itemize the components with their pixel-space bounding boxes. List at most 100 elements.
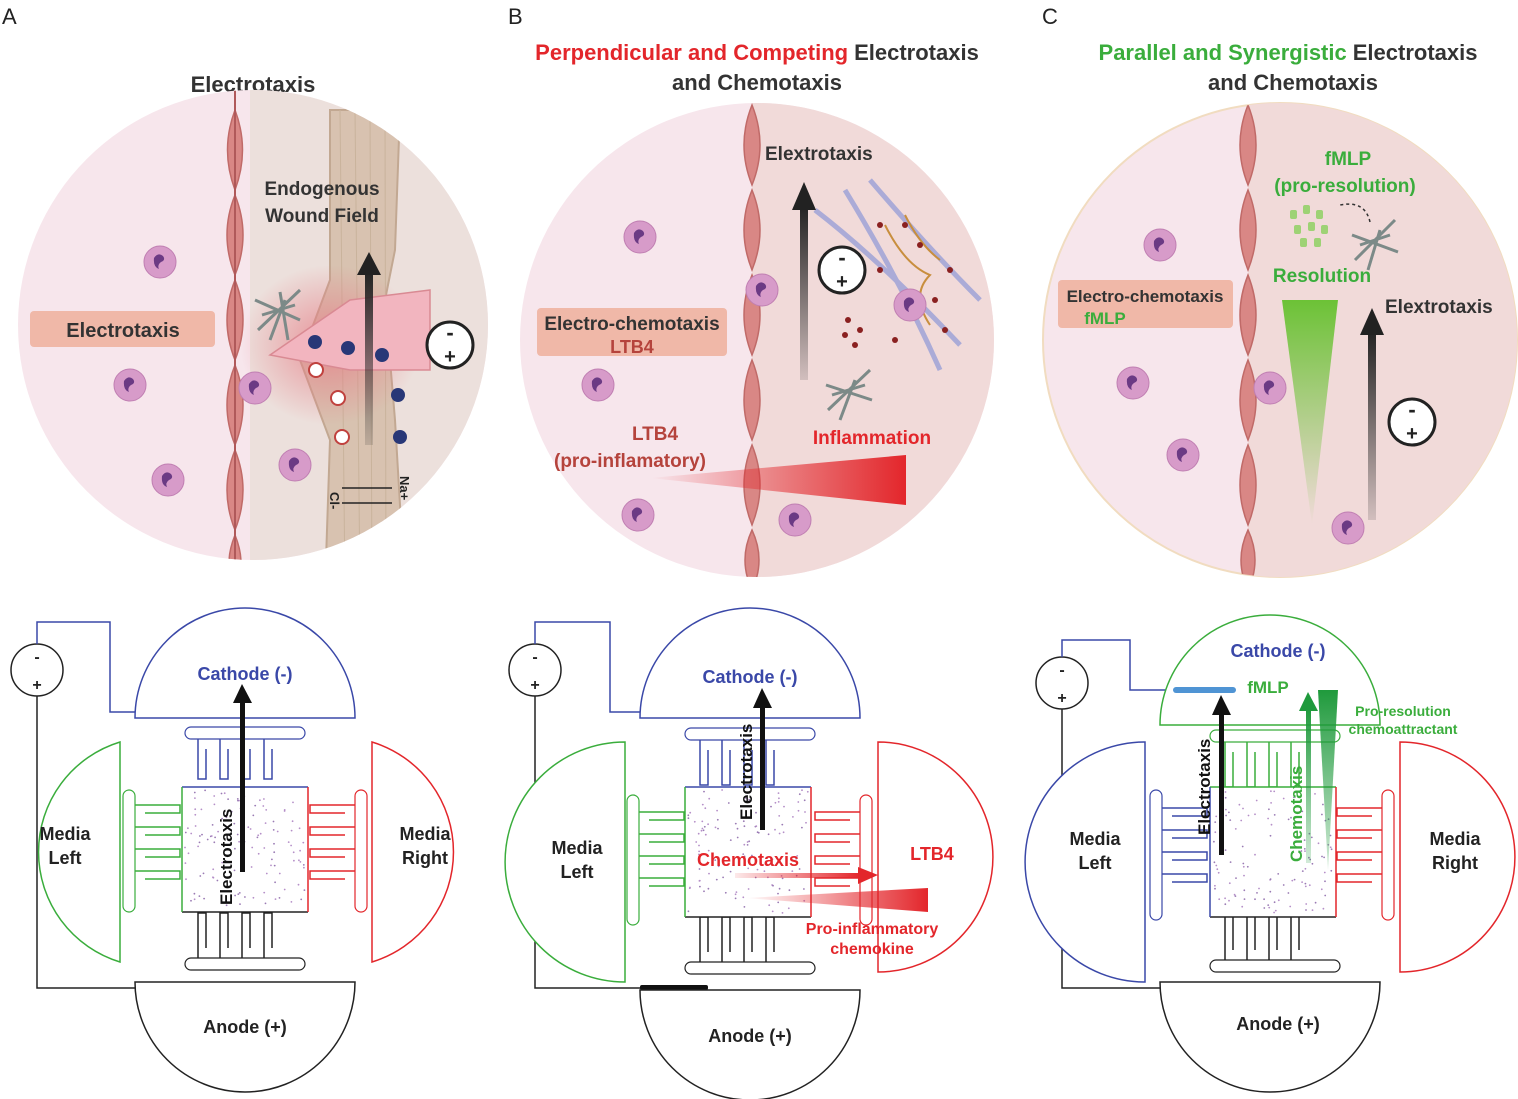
panel-c-title-line2: and Chemotaxis [1208, 70, 1378, 95]
cell-dot [1217, 871, 1220, 874]
fmlp-gradient [1282, 300, 1338, 525]
cell-dot [1214, 831, 1217, 834]
cell-dot [698, 862, 701, 864]
cell-dot [708, 797, 711, 800]
cell-dot [796, 855, 799, 857]
cell-dot [1301, 810, 1304, 813]
fmlp-label: fMLP [1325, 149, 1372, 170]
cell-dot [1214, 884, 1216, 887]
cell-dot [212, 876, 214, 879]
cell-dot [698, 853, 700, 856]
cell-dot [801, 826, 803, 829]
cell-dot [1301, 870, 1304, 872]
cell-dot [803, 799, 806, 802]
cell-dot [698, 844, 700, 847]
cell-dot [233, 822, 236, 825]
cell-dot [797, 809, 800, 812]
cell-dot [801, 789, 803, 792]
ion-na-label: Na+ [397, 476, 412, 501]
cell-dot [221, 861, 224, 864]
media-right-label-2: Right [1432, 853, 1478, 873]
cell-dot [748, 798, 751, 801]
panel-a-letter: A [2, 4, 17, 29]
neutrophil-icon [113, 368, 147, 402]
cell-dot [781, 912, 784, 914]
cell-dot [1238, 803, 1241, 806]
cell-dot [778, 861, 780, 864]
elextrotaxis-label: Elextrotaxis [765, 144, 873, 165]
cell-dot [263, 798, 265, 800]
cell-dot [1240, 819, 1243, 822]
cell-dot [707, 849, 710, 852]
battery-plus: + [836, 271, 848, 293]
battery-minus: - [838, 245, 845, 270]
chemotaxis-arrow [735, 873, 860, 878]
cell-dot [778, 887, 781, 890]
media-left-label-2: Left [1079, 853, 1112, 873]
negative-ion-icons [308, 335, 407, 444]
cell-dot [747, 867, 750, 870]
cell-dot [1287, 818, 1290, 821]
cell-dot [292, 851, 295, 854]
chemokine-gradient [745, 888, 928, 912]
cell-dot [688, 887, 691, 890]
cell-dot [702, 829, 705, 832]
cell-dot [701, 803, 704, 806]
cell-dot [1304, 850, 1306, 852]
cell-dot [777, 801, 780, 803]
cell-dot [1273, 911, 1275, 914]
cell-dot [259, 799, 261, 802]
cell-dot [1311, 909, 1314, 911]
cell-dot [290, 844, 292, 847]
cell-dot [271, 858, 273, 861]
panel-b-title-line2: and Chemotaxis [672, 70, 842, 95]
cell-dot [257, 834, 260, 837]
cell-dot [223, 792, 226, 795]
electrotaxis-arrow-label: Electrotaxis [737, 724, 756, 820]
cell-dot [1305, 903, 1308, 905]
panel-c-illustration: fMLP (pro-resolution) Resolution Elextro… [1042, 102, 1518, 578]
cell-dot [264, 902, 267, 905]
cell-dot [1242, 862, 1245, 865]
cell-dot [792, 816, 794, 818]
cell-dot [298, 827, 301, 830]
cell-dot [717, 827, 719, 830]
source-minus: - [34, 649, 39, 666]
panel-c-device: - + Cathode (-) fMLP Anode (+) Media Lef… [1024, 614, 1516, 1093]
cell-dot [795, 857, 797, 860]
cell-dot [1296, 858, 1298, 861]
cell-dot [734, 822, 737, 825]
cell-dot [1330, 848, 1333, 851]
media-right-reservoir [1399, 741, 1516, 973]
panel-b-title-rest: Electrotaxis [854, 40, 979, 65]
cell-dot [778, 832, 781, 835]
fmlp-device-gradient [1318, 690, 1338, 870]
cell-dot [1224, 903, 1227, 906]
cell-dot [747, 888, 750, 890]
electrotaxis-arrow-label: Electrotaxis [1195, 739, 1214, 835]
anode-label: Anode (+) [1236, 1014, 1320, 1034]
cell-dot [202, 872, 205, 875]
cell-dot [287, 841, 290, 843]
cell-dot [290, 901, 293, 903]
cell-dot [1243, 874, 1245, 877]
cell-dot [1267, 817, 1269, 820]
cell-dot [1321, 855, 1323, 858]
cell-dot [698, 868, 701, 870]
cell-dot [714, 859, 717, 861]
cell-dot [276, 830, 279, 833]
cell-dot [272, 820, 275, 823]
ltb4-label: LTB4 [632, 424, 679, 445]
cell-dot [193, 898, 196, 901]
cell-dot [1224, 791, 1227, 793]
cell-dot [1269, 834, 1272, 837]
cell-dot [213, 795, 216, 797]
cell-dot [1273, 814, 1276, 816]
cell-dot [233, 869, 236, 872]
cell-dot [724, 891, 727, 894]
pro-resolution-label: Pro-resolution [1355, 703, 1451, 719]
cell-dot [1329, 834, 1332, 837]
cell-dot [781, 823, 784, 826]
cell-dot [1228, 882, 1231, 885]
